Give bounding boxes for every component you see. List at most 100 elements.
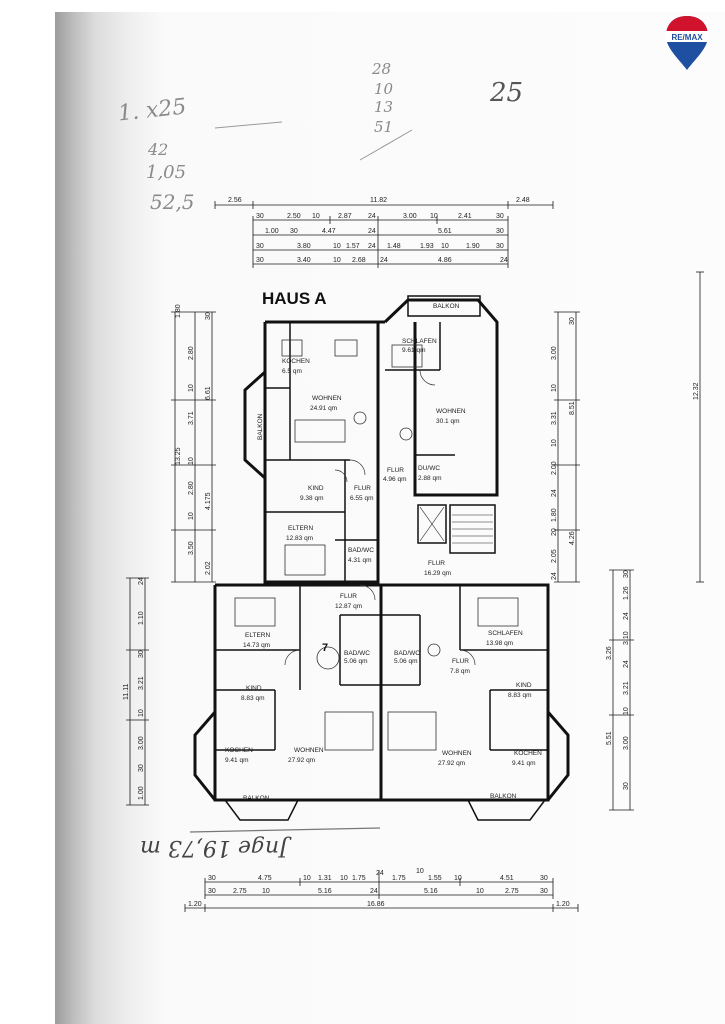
dim-left-u-0: 1.80	[175, 304, 182, 318]
dim-top-r2-0: 30	[256, 213, 264, 220]
dim-left-u-3: 10	[188, 384, 195, 392]
dim-top-r4-8: 1.90	[466, 243, 480, 250]
room-flur-a: FLUR	[354, 485, 371, 492]
dim-left-u-2: 2.80	[188, 346, 195, 360]
stair-number: 7	[322, 642, 328, 654]
dim-right-l-1: 1.26	[623, 586, 630, 600]
dim-top-r4-2: 10	[333, 243, 341, 250]
dim-top-r3-3: 24	[368, 228, 376, 235]
dim-right-u-6: 24	[551, 489, 558, 497]
dim-right-l-6: 3.21	[623, 681, 630, 695]
room-kind-top: KIND	[308, 485, 324, 492]
room-flur-main-area: 16.29 qm	[424, 570, 451, 577]
dim-top-r4-1: 3.80	[297, 243, 311, 250]
dim-right-l-9: 30	[623, 782, 630, 790]
room-balkon-top: BALKON	[433, 303, 460, 310]
room-kind-top-area: 9.38 qm	[300, 495, 324, 502]
room-flur-lower-area: 12.87 qm	[335, 603, 362, 610]
room-flur-b: FLUR	[387, 467, 404, 474]
dim-bot-r1-5: 1.75	[352, 875, 366, 882]
dim-top-r2-6: 10	[430, 213, 438, 220]
handwritten-note-6: 10	[374, 80, 394, 98]
dim-left-l-1: 1.10	[138, 611, 145, 625]
dim-right-u-0: 30	[569, 317, 576, 325]
room-bad-r-area: 5.06 qm	[394, 658, 418, 665]
dim-bot-r1-9: 1.55	[428, 875, 442, 882]
dim-bot-r1-10: 10	[454, 875, 462, 882]
dim-bot-r2-7: 2.75	[505, 888, 519, 895]
dim-top-r2-2: 10	[312, 213, 320, 220]
dim-right-u-4: 10	[551, 439, 558, 447]
room-kind-br: KIND	[516, 682, 532, 689]
dim-top-r5-5: 4.86	[438, 257, 452, 264]
room-schlafen-top: SCHLAFEN	[402, 338, 437, 345]
dim-top-r3-4: 5.61	[438, 228, 452, 235]
dim-right-u-8: 20	[551, 528, 558, 536]
dim-left-l-7: 1.00	[138, 786, 145, 800]
dim-top-r2-1: 2.50	[287, 213, 301, 220]
dim-top-r2-4: 24	[368, 213, 376, 220]
dim-bot-r1-1: 4.75	[258, 875, 272, 882]
room-kochen-bl-area: 9.41 qm	[225, 757, 249, 764]
dim-top-r1-2: 2.48	[516, 197, 530, 204]
room-schlafen-top-area: 9.61 qm	[402, 347, 426, 354]
room-bad-r: BAD/WC	[394, 650, 420, 657]
room-kochen-top-area: 6.5 qm	[282, 368, 302, 375]
room-wohnen-br-area: 27.92 qm	[438, 760, 465, 767]
dim-top-r5-3: 2.68	[352, 257, 366, 264]
dim-left-l-2: 30	[138, 650, 145, 658]
dim-top-r5-1: 3.40	[297, 257, 311, 264]
dim-right-u-7: 1.80	[551, 508, 558, 522]
handwritten-note-7: 13	[374, 98, 394, 116]
dim-top-r3-5: 30	[496, 228, 504, 235]
dim-bot-r2-6: 10	[476, 888, 484, 895]
dim-right-u-13: 12.32	[693, 382, 700, 400]
dim-bot-r1-7: 1.75	[392, 875, 406, 882]
dim-left-u-11: 4.175	[205, 492, 212, 510]
dim-top-r5-0: 30	[256, 257, 264, 264]
room-wohnen-bl: WOHNEN	[294, 747, 324, 754]
dim-left-l-5: 3.00	[138, 736, 145, 750]
logo-text: RE/MAX	[671, 33, 703, 42]
dim-top-r1-1: 11.82	[370, 197, 387, 204]
dim-right-l-7: 10	[623, 707, 630, 715]
dim-bot-r1-11: 4.51	[500, 875, 514, 882]
dim-right-u-5: 2.00	[551, 461, 558, 475]
dim-top-r4-4: 24	[368, 243, 376, 250]
dim-bot-r2-0: 30	[208, 888, 216, 895]
dim-bot-r1-12: 30	[540, 875, 548, 882]
room-kind-bl: KIND	[246, 685, 262, 692]
dim-left-u-8: 3.50	[188, 541, 195, 555]
dim-top-r4-9: 30	[496, 243, 504, 250]
dim-bot-r2-2: 10	[262, 888, 270, 895]
dim-right-u-10: 24	[551, 572, 558, 580]
dim-left-l-4: 10	[138, 709, 145, 717]
room-wohnen-right-area: 30.1 qm	[436, 418, 460, 425]
dim-top-r2-5: 3.00	[403, 213, 417, 220]
room-flur-small-area: 7.8 qm	[450, 668, 470, 675]
dim-top-r4-3: 1.57	[346, 243, 360, 250]
room-flur-main: FLUR	[428, 560, 445, 567]
dim-bot-r2-5: 5.16	[424, 888, 438, 895]
dim-top-r4-5: 1.48	[387, 243, 401, 250]
dim-top-r5-6: 24	[500, 257, 508, 264]
dim-bot-r2-4: 24	[370, 888, 378, 895]
dim-top-r3-0: 1.00	[265, 228, 279, 235]
dim-top-r4-7: 10	[441, 243, 449, 250]
handwritten-note-2: 42	[148, 140, 169, 159]
dim-top-r5-2: 10	[333, 257, 341, 264]
dim-left-u-12: 13.25	[175, 447, 182, 465]
room-bad-l: BAD/WC	[344, 650, 370, 657]
remax-balloon-logo: RE/MAX	[665, 16, 709, 70]
dim-right-l-8: 3.00	[623, 736, 630, 750]
room-balkon-br: BALKON	[490, 793, 517, 800]
handwritten-note-5: 28	[372, 60, 392, 78]
dim-bot-r1-2: 10	[303, 875, 311, 882]
dim-bot-r3-0: 1.20	[188, 901, 202, 908]
dim-top-r1-0: 2.56	[228, 197, 242, 204]
dim-top-r3-1: 30	[290, 228, 298, 235]
dim-right-u-2: 10	[551, 384, 558, 392]
dim-top-r3-2: 4.47	[322, 228, 336, 235]
dim-left-l-8: 11.11	[123, 683, 130, 700]
